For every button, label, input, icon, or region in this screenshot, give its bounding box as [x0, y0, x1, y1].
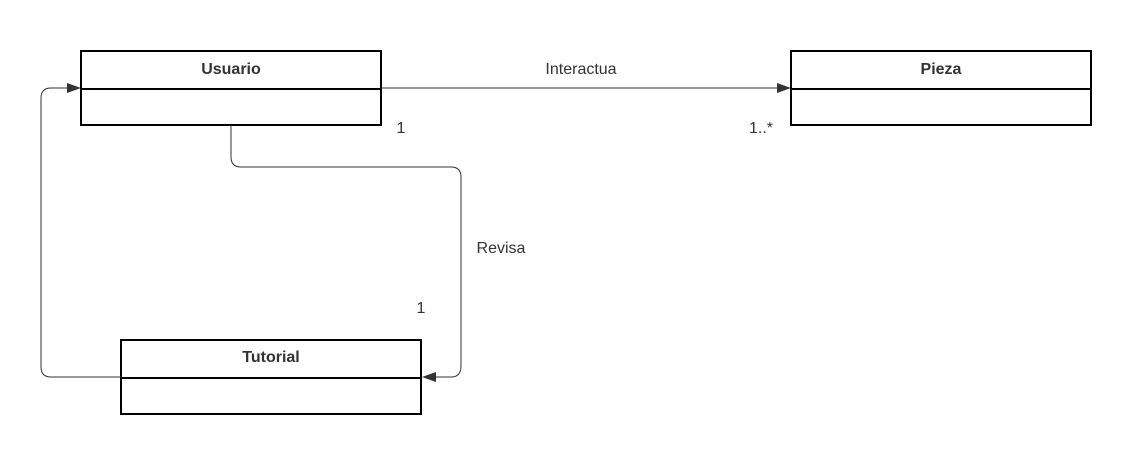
revisa-label: Revisa: [477, 240, 526, 257]
usuario-class-name: Usuario: [201, 61, 261, 78]
revisa-arrowhead: [422, 372, 436, 382]
revisa-connector: [230, 125, 462, 378]
association-tutorial-usuario[interactable]: [40, 83, 121, 378]
interactua-label: Interactua: [545, 61, 616, 78]
tutorial-usuario-arrowhead: [67, 83, 81, 93]
interactua-arrowhead: [777, 83, 791, 93]
class-box-pieza[interactable]: Pieza: [790, 50, 1092, 126]
interactua-source-multiplicity: 1: [397, 120, 406, 137]
class-box-usuario[interactable]: Usuario: [80, 50, 382, 126]
class-box-tutorial[interactable]: Tutorial: [120, 339, 422, 415]
interactua-target-multiplicity: 1..*: [749, 120, 773, 137]
pieza-class-name: Pieza: [921, 61, 962, 78]
association-revisa[interactable]: Revisa 1: [230, 125, 526, 382]
tutorial-class-name: Tutorial: [242, 349, 299, 366]
tutorial-usuario-connector: [40, 87, 121, 378]
revisa-target-multiplicity: 1: [417, 300, 426, 317]
association-interactua[interactable]: Interactua 1 1..*: [381, 61, 791, 137]
